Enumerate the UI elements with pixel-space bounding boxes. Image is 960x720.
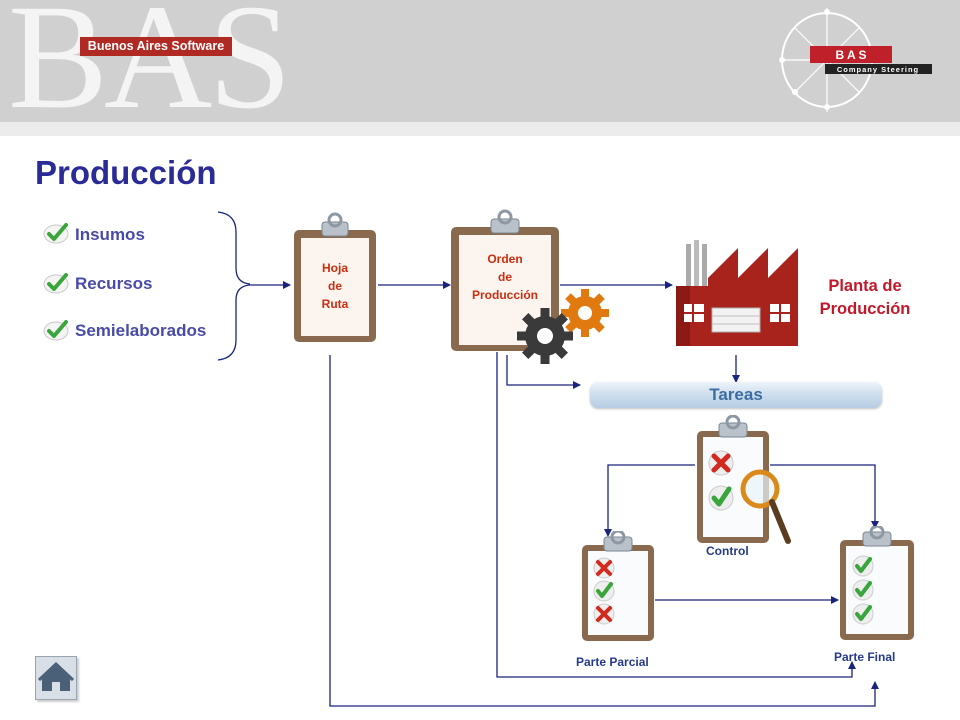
factory-icon — [676, 240, 798, 346]
page-title: Producción — [35, 154, 217, 191]
check-icon — [43, 223, 69, 244]
logo-letters: B A S — [835, 48, 866, 62]
parte-final-label: Parte Final — [834, 650, 896, 664]
header-shade — [0, 122, 960, 136]
planta-label: Planta de Producción — [790, 275, 940, 321]
header-band — [0, 0, 960, 122]
hoja-line1: Hoja — [321, 261, 348, 275]
planta-line1: Planta de — [828, 277, 902, 295]
check-icon — [43, 320, 69, 341]
orden-line1: Orden — [487, 252, 523, 266]
company-name-banner: Buenos Aires Software — [80, 37, 232, 56]
tareas-label: Tareas — [709, 385, 763, 404]
home-button[interactable] — [35, 656, 77, 700]
orden-line3: Producción — [471, 288, 538, 302]
hoja-line3: Ruta — [321, 297, 349, 311]
item-label-semielaborados: Semielaborados — [75, 321, 207, 340]
arrow-orden-to-final — [496, 352, 856, 678]
parte-parcial-label: Parte Parcial — [576, 655, 649, 669]
bas-company-steering-logo: B A S Company Steering — [779, 8, 932, 112]
orden-line2: de — [497, 270, 512, 284]
planta-line2: Producción — [819, 300, 911, 318]
hoja-line2: de — [327, 279, 342, 293]
gear-icon — [517, 289, 609, 364]
magnifier-icon — [740, 469, 791, 544]
clipboard-icon — [294, 212, 376, 342]
logo-tagline: Company Steering — [837, 65, 919, 74]
check-icon — [43, 273, 69, 294]
clipboard-icon — [582, 531, 654, 641]
arrow-orden-to-tareas — [506, 355, 581, 389]
arrow-control-to-parcial — [604, 464, 695, 537]
control-label: Control — [706, 544, 749, 558]
orden-label: Orden de Producción — [455, 250, 555, 304]
arrow-control-to-final — [770, 464, 879, 529]
home-icon — [37, 661, 75, 691]
hoja-de-ruta-label: Hoja de Ruta — [302, 259, 368, 313]
bas-watermark: BAS — [8, 0, 292, 140]
tareas-bar — [590, 382, 882, 408]
item-label-insumos: Insumos — [75, 225, 145, 244]
arrow-hoja-to-final — [329, 355, 879, 707]
clipboard-icon — [840, 526, 914, 640]
item-label-recursos: Recursos — [75, 274, 153, 293]
